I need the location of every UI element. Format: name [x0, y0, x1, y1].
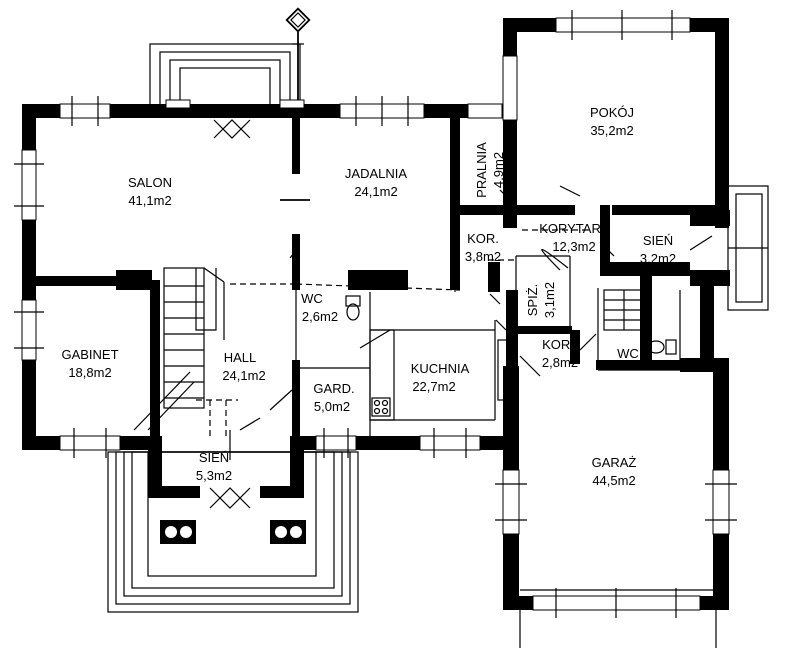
- room-area: 24,1m2: [222, 368, 265, 383]
- room-name: KUCHNIA: [411, 361, 470, 376]
- room-name: SIEŃ: [199, 450, 229, 465]
- room-sien-1: SIEŃ 3,2m2: [640, 233, 676, 266]
- room-name: KORYTARZ: [539, 221, 609, 236]
- room-area: 22,7m2: [412, 379, 455, 394]
- room-garaz: GARAŻ 44,5m2: [592, 455, 637, 488]
- room-area: 44,5m2: [592, 473, 635, 488]
- room-name: HALL: [224, 350, 257, 365]
- room-name: SPIŻ.: [525, 284, 540, 317]
- room-hall: HALL 24,1m2: [222, 350, 265, 383]
- room-pokoj: POKÓJ 35,2m2: [590, 105, 634, 138]
- room-kor-2: KOR. 2,8m2: [542, 337, 578, 370]
- toilet-wc2-icon: [647, 339, 677, 355]
- room-name: SALON: [128, 175, 172, 190]
- room-name: GABINET: [61, 347, 118, 362]
- room-wc-2: WC: [617, 346, 639, 361]
- room-spiz: SPIŻ. 3,1m2: [525, 282, 557, 318]
- toilet-wc1-icon: [345, 295, 361, 321]
- interior-walls: [36, 118, 718, 450]
- room-area: 5,0m2: [314, 399, 350, 414]
- door-swings: [209, 119, 713, 509]
- room-salon: SALON 41,1m2: [128, 175, 172, 208]
- room-area: 3,8m2: [465, 249, 501, 264]
- room-name: WC: [301, 291, 323, 306]
- room-area: 4,9m2: [491, 152, 506, 188]
- rear-terrace-steps: [149, 43, 301, 107]
- room-name: POKÓJ: [590, 105, 634, 120]
- room-area: 2,6m2: [302, 309, 338, 324]
- room-sien-2: SIEŃ 5,3m2: [196, 450, 232, 483]
- room-name: SIEŃ: [643, 233, 673, 248]
- room-jadalnia: JADALNIA 24,1m2: [345, 166, 407, 199]
- room-area: 3,2m2: [640, 251, 676, 266]
- room-name: KOR.: [542, 337, 574, 352]
- room-name: GARAŻ: [592, 455, 637, 470]
- room-area: 5,3m2: [196, 468, 232, 483]
- stairs-corridor: [541, 248, 645, 331]
- planter-left-icon: [160, 520, 196, 544]
- room-area: 12,3m2: [552, 239, 595, 254]
- room-pralnia: PRALNIA 4,9m2: [474, 142, 506, 198]
- room-gabinet: GABINET 18,8m2: [61, 347, 118, 380]
- room-area: 18,8m2: [68, 365, 111, 380]
- room-name: GARD.: [313, 381, 354, 396]
- room-name: PRALNIA: [474, 142, 489, 198]
- room-area: 24,1m2: [354, 184, 397, 199]
- room-gard: GARD. 5,0m2: [313, 381, 354, 414]
- room-wc-1: WC 2,6m2: [301, 291, 338, 324]
- room-name: JADALNIA: [345, 166, 407, 181]
- room-area: 3,1m2: [542, 282, 557, 318]
- room-korytarz: KORYTARZ 12,3m2: [539, 221, 609, 254]
- room-name: WC: [617, 346, 639, 361]
- room-area: 2,8m2: [542, 355, 578, 370]
- room-area: 35,2m2: [590, 123, 633, 138]
- room-kor-1: KOR. 3,8m2: [465, 231, 501, 264]
- planter-right-icon: [270, 520, 306, 544]
- room-kuchnia: KUCHNIA 22,7m2: [411, 361, 470, 394]
- bay-window: [727, 185, 769, 311]
- front-entrance-steps: [107, 451, 359, 613]
- room-area: 41,1m2: [128, 193, 171, 208]
- room-name: KOR.: [467, 231, 499, 246]
- windows: [14, 10, 737, 618]
- chimney-vent-icon: [285, 7, 311, 104]
